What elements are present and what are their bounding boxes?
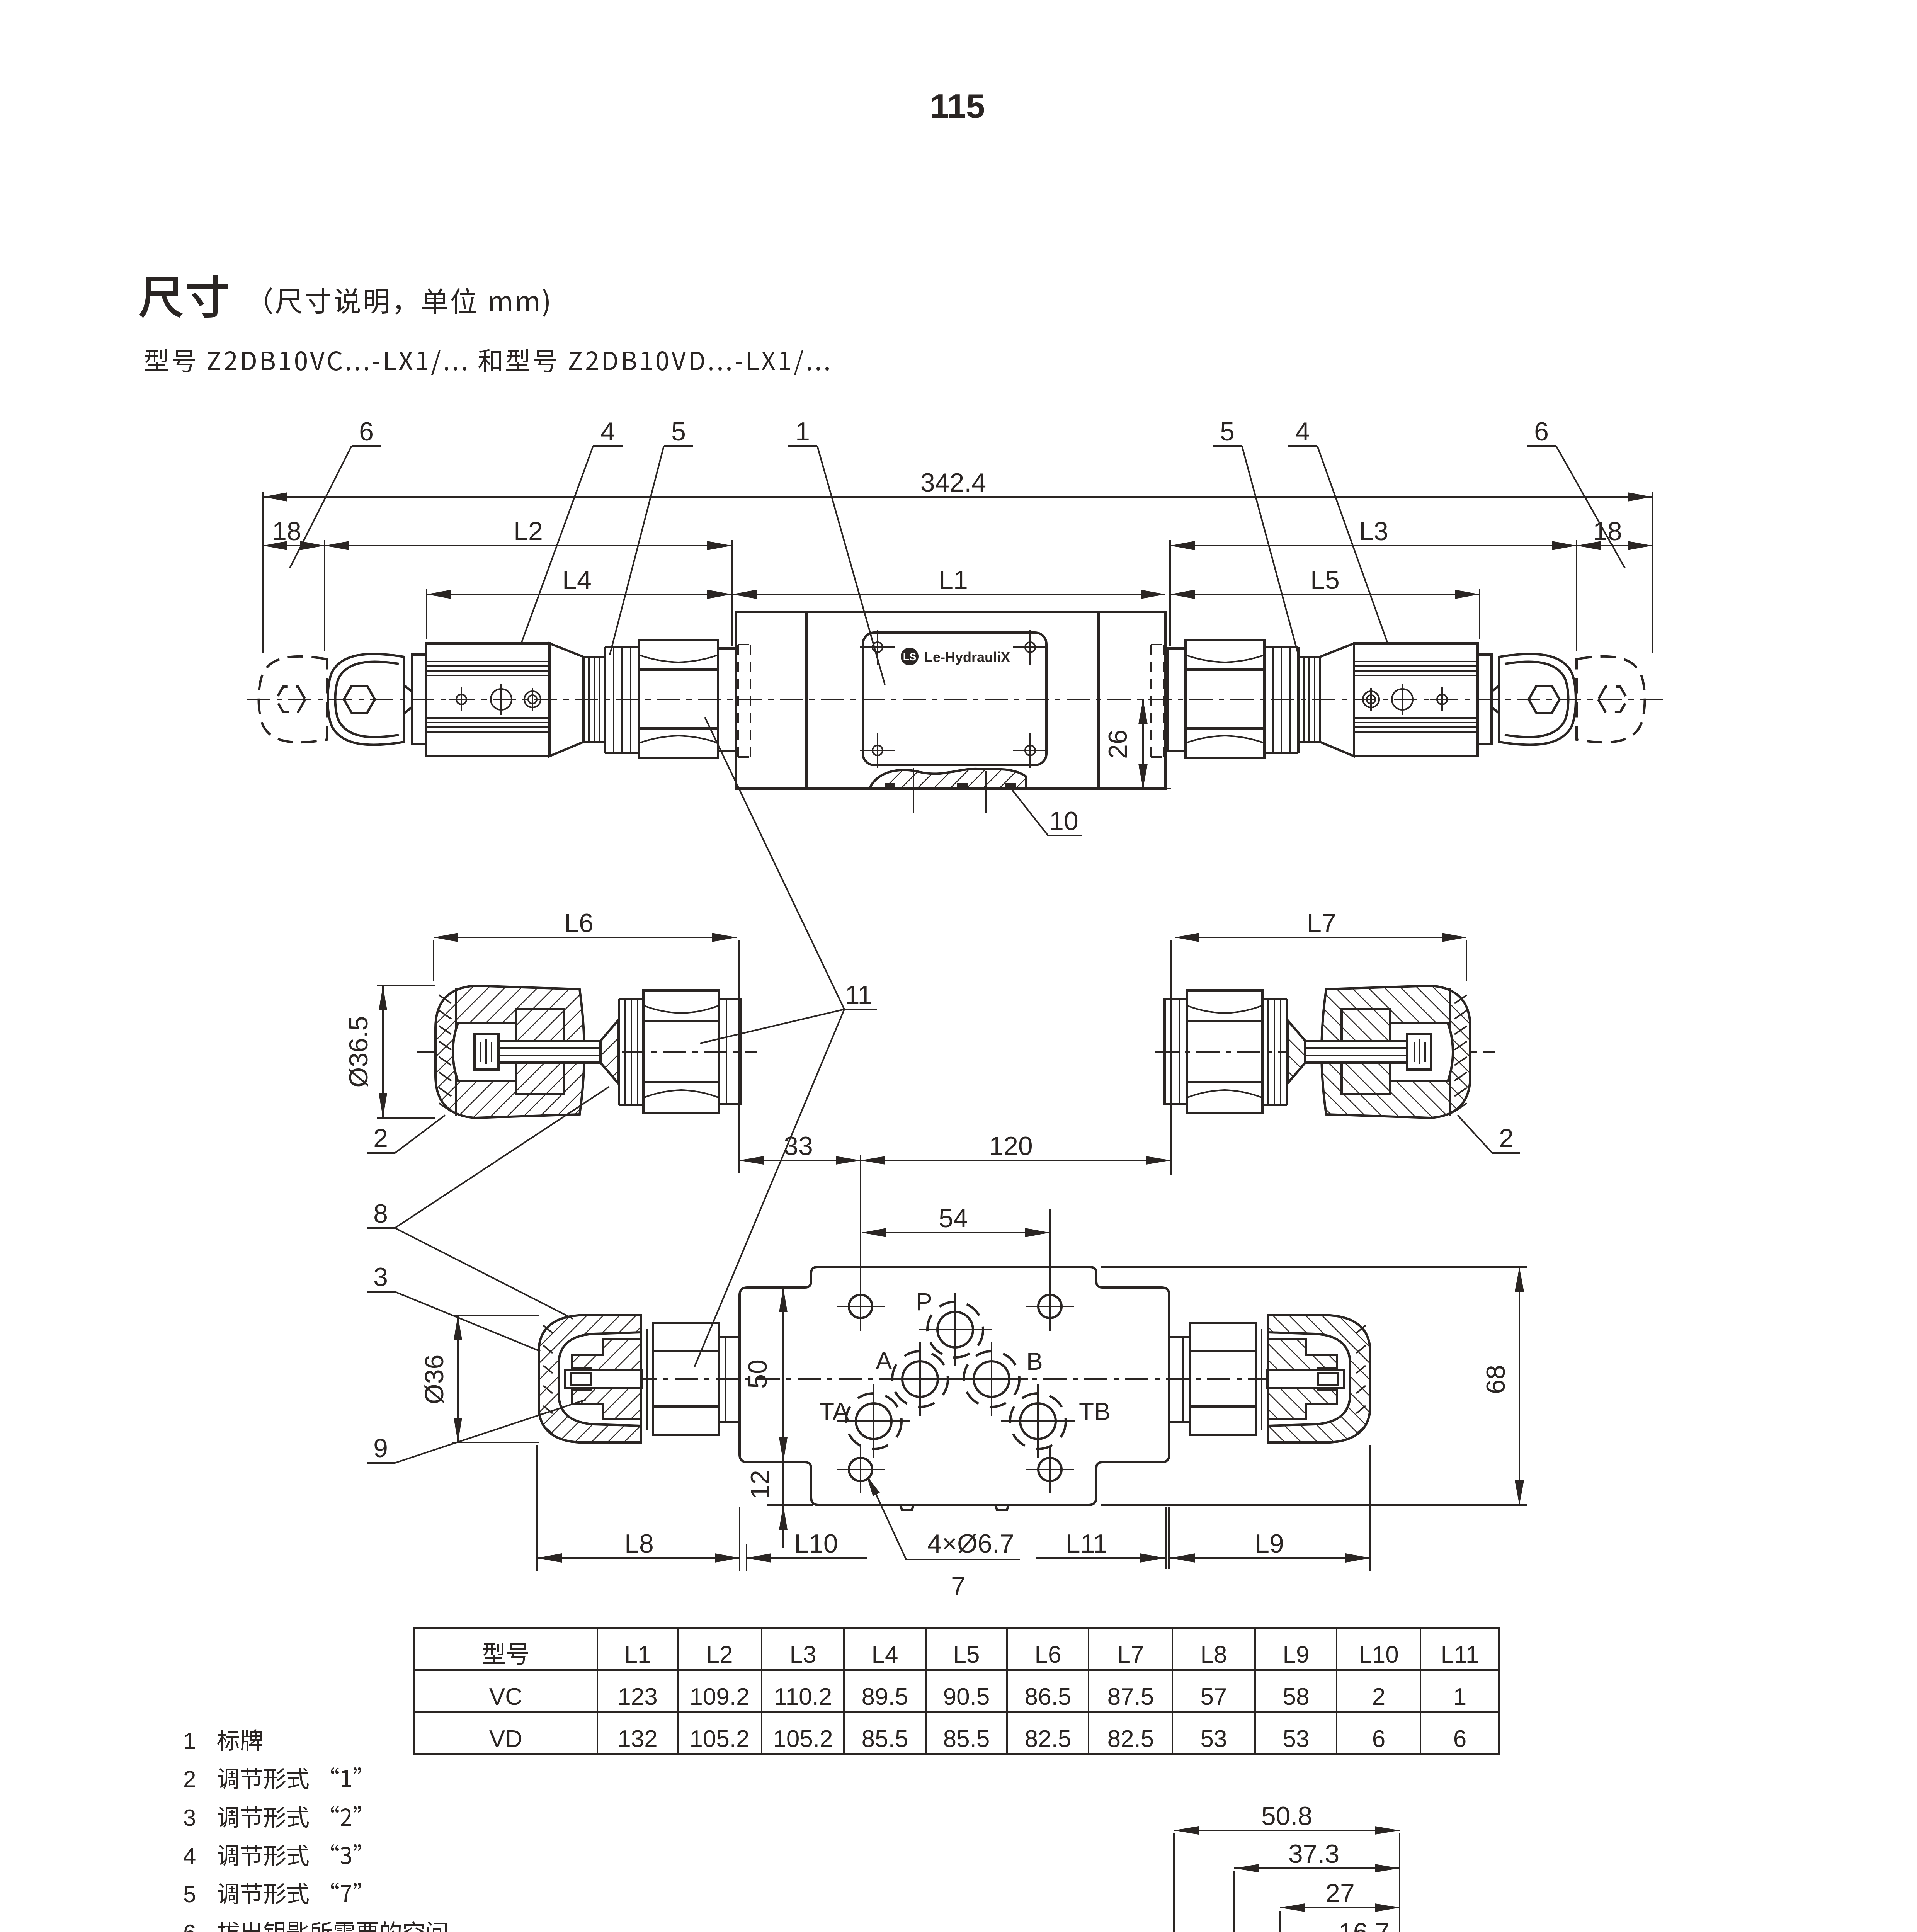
svg-text:2: 2 <box>1499 1124 1514 1153</box>
svg-text:37.3: 37.3 <box>1288 1839 1339 1869</box>
svg-text:Ø36.5: Ø36.5 <box>344 1016 373 1087</box>
svg-text:3: 3 <box>373 1262 388 1292</box>
svg-text:53: 53 <box>1201 1726 1227 1752</box>
svg-text:6: 6 <box>359 417 374 446</box>
svg-text:L6: L6 <box>564 908 594 938</box>
svg-text:L6: L6 <box>1035 1641 1061 1668</box>
svg-text:82.5: 82.5 <box>1107 1726 1154 1752</box>
svg-text:L4: L4 <box>562 565 592 595</box>
svg-text:Ø36: Ø36 <box>420 1355 449 1405</box>
svg-text:TB: TB <box>1079 1398 1111 1425</box>
svg-text:L2: L2 <box>514 517 543 546</box>
svg-text:L2: L2 <box>706 1641 733 1668</box>
svg-text:1: 1 <box>795 417 810 446</box>
svg-text:9: 9 <box>373 1434 388 1463</box>
svg-text:6: 6 <box>1453 1726 1466 1752</box>
svg-text:132: 132 <box>617 1726 657 1752</box>
svg-text:1: 1 <box>183 1728 196 1754</box>
svg-text:105.2: 105.2 <box>689 1726 749 1752</box>
svg-text:2: 2 <box>183 1766 196 1792</box>
svg-text:109.2: 109.2 <box>689 1684 749 1710</box>
svg-text:10: 10 <box>1049 806 1078 836</box>
svg-text:57: 57 <box>1201 1684 1227 1710</box>
svg-text:89.5: 89.5 <box>862 1684 908 1710</box>
svg-text:8: 8 <box>373 1199 388 1228</box>
svg-text:B: B <box>1026 1347 1043 1375</box>
svg-text:27: 27 <box>1325 1879 1355 1908</box>
svg-text:L5: L5 <box>953 1641 980 1668</box>
svg-text:L7: L7 <box>1307 908 1336 938</box>
svg-text:123: 123 <box>617 1684 657 1710</box>
svg-text:2: 2 <box>1372 1684 1385 1710</box>
svg-text:VD: VD <box>489 1726 522 1752</box>
svg-text:L11: L11 <box>1066 1529 1107 1558</box>
svg-text:18: 18 <box>1593 517 1622 546</box>
svg-text:50: 50 <box>743 1359 772 1389</box>
svg-text:53: 53 <box>1283 1726 1310 1752</box>
svg-text:33: 33 <box>784 1131 813 1161</box>
svg-text:105.2: 105.2 <box>773 1726 833 1752</box>
svg-text:18: 18 <box>272 517 301 546</box>
svg-text:L3: L3 <box>1359 517 1388 546</box>
svg-text:L5: L5 <box>1310 565 1340 595</box>
svg-text:4: 4 <box>600 417 615 446</box>
svg-text:86.5: 86.5 <box>1025 1684 1072 1710</box>
svg-text:6: 6 <box>1372 1726 1385 1752</box>
svg-text:L9: L9 <box>1255 1529 1284 1558</box>
svg-text:85.5: 85.5 <box>862 1726 908 1752</box>
svg-text:L8: L8 <box>624 1529 654 1558</box>
svg-text:120: 120 <box>989 1131 1032 1161</box>
svg-text:L3: L3 <box>790 1641 816 1668</box>
svg-text:50.8: 50.8 <box>1261 1801 1312 1831</box>
svg-text:110.2: 110.2 <box>774 1684 832 1710</box>
svg-text:6: 6 <box>183 1920 196 1932</box>
svg-text:L9: L9 <box>1283 1641 1310 1668</box>
svg-text:4×Ø6.7: 4×Ø6.7 <box>927 1529 1014 1558</box>
svg-text:85.5: 85.5 <box>943 1726 990 1752</box>
svg-text:L1: L1 <box>939 565 968 595</box>
svg-text:16.7: 16.7 <box>1339 1918 1390 1932</box>
svg-text:6: 6 <box>1534 417 1549 446</box>
svg-text:11: 11 <box>845 980 873 1010</box>
svg-text:5: 5 <box>1220 417 1235 446</box>
svg-text:TA: TA <box>819 1398 849 1425</box>
svg-text:115: 115 <box>930 87 985 125</box>
svg-text:1: 1 <box>1453 1684 1466 1710</box>
svg-text:90.5: 90.5 <box>943 1684 990 1710</box>
svg-text:L4: L4 <box>872 1641 898 1668</box>
svg-text:26: 26 <box>1103 730 1133 759</box>
svg-text:L10: L10 <box>1359 1641 1398 1668</box>
svg-text:87.5: 87.5 <box>1107 1684 1154 1710</box>
svg-text:7: 7 <box>951 1571 966 1601</box>
svg-text:58: 58 <box>1283 1684 1310 1710</box>
svg-text:4: 4 <box>183 1843 196 1869</box>
svg-text:54: 54 <box>939 1204 968 1233</box>
svg-text:342.4: 342.4 <box>920 468 986 497</box>
svg-text:5: 5 <box>183 1881 196 1907</box>
svg-text:L8: L8 <box>1201 1641 1227 1668</box>
svg-text:68: 68 <box>1481 1365 1510 1394</box>
svg-text:3: 3 <box>183 1805 196 1831</box>
svg-text:82.5: 82.5 <box>1025 1726 1072 1752</box>
svg-text:L10: L10 <box>794 1529 838 1558</box>
svg-text:VC: VC <box>489 1684 522 1710</box>
svg-text:Le-HydrauliX: Le-HydrauliX <box>924 649 1010 665</box>
svg-text:12: 12 <box>745 1470 775 1499</box>
svg-text:5: 5 <box>671 417 686 446</box>
svg-text:L7: L7 <box>1118 1641 1144 1668</box>
svg-text:2: 2 <box>373 1124 388 1153</box>
svg-text:L1: L1 <box>624 1641 651 1668</box>
svg-text:LS: LS <box>903 651 917 663</box>
svg-text:4: 4 <box>1295 417 1310 446</box>
svg-text:P: P <box>916 1288 932 1316</box>
svg-text:A: A <box>876 1347 892 1375</box>
svg-text:L11: L11 <box>1441 1641 1479 1668</box>
